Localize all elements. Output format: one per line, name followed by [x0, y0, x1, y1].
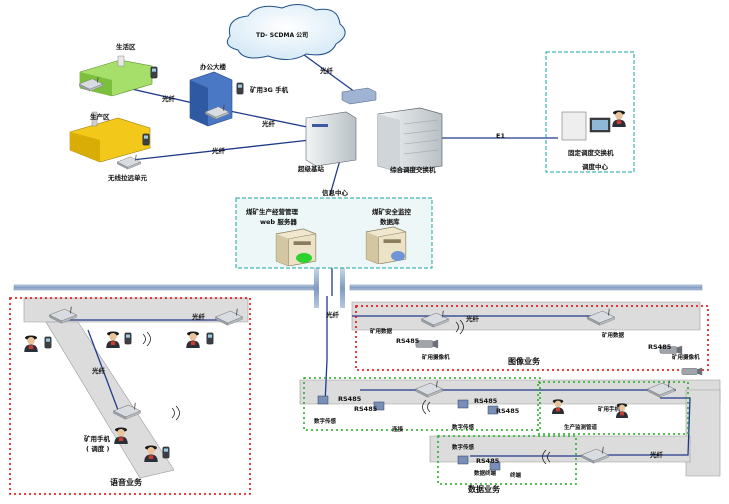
switch-label: 综合调度交换机 — [390, 166, 436, 174]
tunnels — [23, 297, 721, 479]
voice-fiber-label: 光纤 — [192, 313, 205, 321]
voice-phone-2 — [124, 332, 132, 345]
td-scdma-cloud — [226, 4, 346, 60]
data-sensor-label-3: 数字传感 — [452, 445, 475, 451]
data-service-zone-3 — [437, 435, 577, 485]
voice-worker-3 — [186, 331, 200, 348]
riser-rail-2 — [340, 268, 345, 308]
data-sensor-label-2: 数字传感 — [452, 425, 475, 431]
image-service-title: 图像业务 — [508, 357, 540, 366]
data-service-title: 数据业务 — [468, 485, 500, 494]
data-rs485-label-4: RS485 — [496, 407, 520, 415]
safety-db-label: 数据库 — [380, 218, 400, 226]
e1-label: E1 — [496, 132, 505, 140]
safety-db-cylinder — [391, 251, 405, 261]
living-area-label: 生活区 — [116, 43, 136, 51]
data-fiber-label: 光纤 — [650, 451, 663, 459]
voice-phone-label: 矿用手机 — [84, 435, 110, 443]
office-building — [189, 71, 233, 127]
fiber-label-3: 光纤 — [212, 147, 225, 155]
production-area-building — [69, 111, 151, 163]
production-area-label: 生产区 — [90, 113, 110, 121]
surface-phone-1 — [150, 66, 158, 79]
phone-3g-label: 矿用3G 手机 — [250, 86, 289, 94]
data-mine-phone-label: 矿用手机 — [598, 407, 621, 413]
dispatch-center-box — [545, 51, 635, 173]
surface-router-3 — [116, 154, 142, 170]
image-camera-3 — [681, 367, 703, 376]
data-service-zone-2 — [537, 381, 689, 435]
image-camera-label: 矿用摄像机 — [422, 355, 450, 361]
data-worker-1 — [552, 399, 564, 414]
integrated-switch-cabinet — [377, 107, 443, 173]
image-mine-data-label: 矿用数据 — [370, 329, 393, 335]
voice-phone-4 — [162, 446, 170, 459]
fiber-label-4: 光纤 — [320, 67, 333, 75]
gateway-device — [341, 87, 377, 105]
voice-worker-2 — [106, 331, 120, 348]
data-rs485-label-1: RS485 — [338, 395, 362, 403]
image-mine-data-label-2: 矿用数据 — [602, 333, 625, 339]
voice-service-zone — [9, 297, 251, 495]
signal-arcs — [142, 319, 551, 465]
office-building-label: 办公大楼 — [200, 63, 226, 71]
safety-server-label: 煤矿安全监控 — [372, 208, 411, 216]
riser-rail — [314, 268, 319, 308]
voice-phone-sub: ( 调度 ) — [86, 445, 110, 453]
cloud-label: TD- SCDMA 公司 — [256, 32, 309, 39]
backbone-rail-left — [13, 284, 315, 291]
voice-fiber-label-2: 光纤 — [92, 367, 105, 375]
dispatch-console-label: 固定调度交换机 — [568, 149, 614, 157]
voice-service-title: 语音业务 — [110, 478, 142, 487]
riser-fiber-label: 光纤 — [326, 311, 339, 319]
data-tunnel-right — [685, 389, 721, 477]
data-terminal-label: 终端 — [510, 473, 522, 479]
image-camera-right-label: 矿用摄像机 — [672, 355, 700, 361]
image-rs485-label: RS485 — [396, 337, 420, 345]
dispatch-center-label: 调度中心 — [582, 163, 608, 171]
data-rs485-label-3: RS485 — [474, 397, 498, 405]
dispatcher — [612, 110, 626, 127]
data-rs485-label-5: RS485 — [476, 457, 500, 465]
surface-phone-3 — [142, 133, 150, 146]
backbone-rail-right — [349, 284, 703, 291]
wireless-relay-label: 无线拉远单元 — [108, 174, 147, 182]
data-service-zone-1 — [303, 377, 541, 431]
data-rs485-label-2: RS485 — [354, 405, 378, 413]
mgmt-web-label: web 服务器 — [260, 218, 297, 226]
voice-phone-3 — [206, 332, 214, 345]
info-center-label: 信息中心 — [322, 189, 348, 197]
mgmt-server-label: 煤矿生产经营管理 — [246, 208, 298, 216]
dispatch-console — [561, 111, 611, 141]
image-fiber-label: 光纤 — [466, 315, 479, 323]
data-terminal-small-label: 数据终端 — [474, 471, 497, 477]
data-connect-label: 连接 — [392, 427, 404, 433]
base-station — [305, 111, 357, 167]
fiber-label-2: 光纤 — [262, 120, 275, 128]
base-station-label: 超级基站 — [298, 165, 324, 173]
data-sensor-label-1: 数字传感 — [314, 419, 337, 425]
image-service-zone — [355, 305, 709, 371]
surface-phone-2 — [236, 82, 244, 95]
voice-tunnel-top — [23, 297, 249, 323]
mgmt-server-indicator — [296, 253, 312, 263]
voice-worker-1 — [24, 335, 38, 352]
voice-tunnel-diagonal — [45, 321, 175, 479]
data-prod-monitor-label: 生产监测管道 — [564, 425, 598, 431]
image-rs485-label-2: RS485 — [648, 343, 672, 351]
voice-phone-1 — [44, 336, 52, 349]
data-sensors — [317, 395, 501, 471]
fiber-label-1: 光纤 — [162, 95, 175, 103]
